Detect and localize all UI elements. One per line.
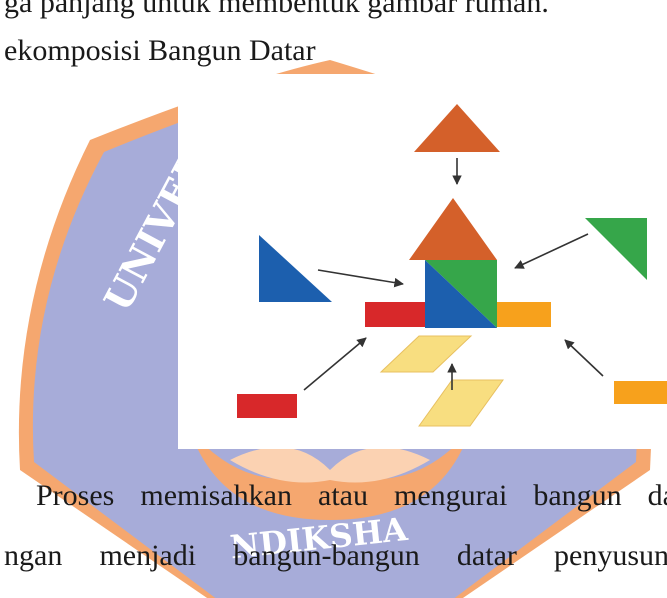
word: menjadi bbox=[99, 539, 197, 572]
paragraph-line-1: Proses memisahkan atau mengurai bangun d… bbox=[36, 479, 667, 513]
top-text-line: ga panjang untuk membentuk gambar rumah. bbox=[4, 0, 549, 19]
word: bangun bbox=[533, 479, 622, 512]
decomposition-figure bbox=[178, 74, 667, 449]
red-rectangle-loose bbox=[237, 394, 297, 418]
word: bangun-bangun bbox=[233, 539, 420, 572]
arrow-bottom-right bbox=[564, 339, 604, 377]
arrow-left bbox=[317, 269, 404, 288]
orange-triangle-roof bbox=[409, 198, 497, 260]
word: datar bbox=[456, 539, 517, 572]
arrow-bottom-left bbox=[303, 337, 367, 391]
word: atau bbox=[318, 479, 368, 512]
orange-triangle-loose bbox=[414, 104, 500, 152]
arrow-right bbox=[514, 233, 589, 269]
yellow-parallelogram-assembled bbox=[379, 335, 473, 373]
watermark-lotus bbox=[190, 430, 470, 520]
orange-rectangle-assembled bbox=[497, 302, 551, 327]
orange-rectangle-loose bbox=[614, 381, 667, 404]
blue-triangle-assembled bbox=[425, 260, 497, 328]
word: da bbox=[647, 479, 667, 512]
word: memisahkan bbox=[140, 479, 292, 512]
figure-svg bbox=[237, 104, 667, 427]
red-rectangle-assembled bbox=[365, 302, 425, 327]
word: mengurai bbox=[394, 479, 508, 512]
blue-triangle-loose bbox=[259, 235, 332, 302]
word: Proses bbox=[36, 479, 115, 512]
word: ngan bbox=[4, 539, 63, 572]
word: penyusunn bbox=[554, 539, 667, 572]
green-triangle-loose bbox=[585, 218, 647, 280]
section-heading: ekomposisi Bangun Datar bbox=[4, 34, 316, 67]
paragraph-line-2: ngan menjadi bangun-bangun datar penyusu… bbox=[4, 539, 667, 573]
yellow-parallelogram-loose bbox=[418, 379, 504, 427]
